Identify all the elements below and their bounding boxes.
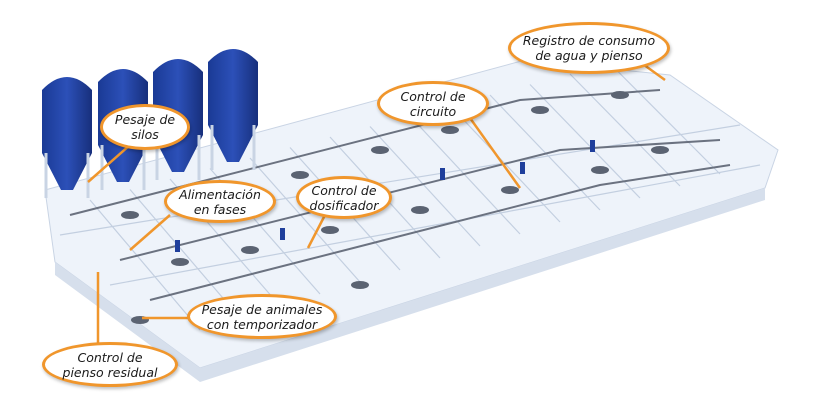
pen-divider <box>609 63 721 175</box>
pen-divider <box>109 164 761 286</box>
feeder-icon <box>611 91 629 99</box>
pen-divider <box>409 115 521 235</box>
feeder-icon <box>121 211 139 219</box>
pen-divider <box>489 94 601 211</box>
panel-icon <box>590 140 595 152</box>
feeder-icon <box>591 166 609 174</box>
feeders <box>121 91 669 324</box>
panel-icon <box>280 228 285 240</box>
silo-icon <box>42 77 92 190</box>
panel-icon <box>520 162 525 174</box>
pen-divider <box>369 126 481 247</box>
panel-icon <box>175 240 180 252</box>
silo-icon <box>208 49 258 162</box>
feeder-icon <box>411 206 429 214</box>
feeder-icon <box>241 246 259 254</box>
feeder-icon <box>651 146 669 154</box>
pen-divider <box>529 84 641 199</box>
pen-divider <box>59 124 741 236</box>
feeder-icon <box>531 106 549 114</box>
pen-divider <box>89 199 201 331</box>
panel-icon <box>440 168 445 180</box>
feeder-icon <box>291 171 309 179</box>
feeder-icon <box>321 226 339 234</box>
feeder-icon <box>501 186 519 194</box>
pen-divider <box>249 157 361 283</box>
leader-lines <box>87 60 666 345</box>
pen-divider <box>569 73 681 187</box>
feeder-icon <box>171 258 189 266</box>
feeder-icon <box>441 126 459 134</box>
feeder-icon <box>351 281 369 289</box>
feed-pipe <box>149 164 731 301</box>
feeder-icon <box>371 146 389 154</box>
feed-pipe <box>119 139 721 261</box>
